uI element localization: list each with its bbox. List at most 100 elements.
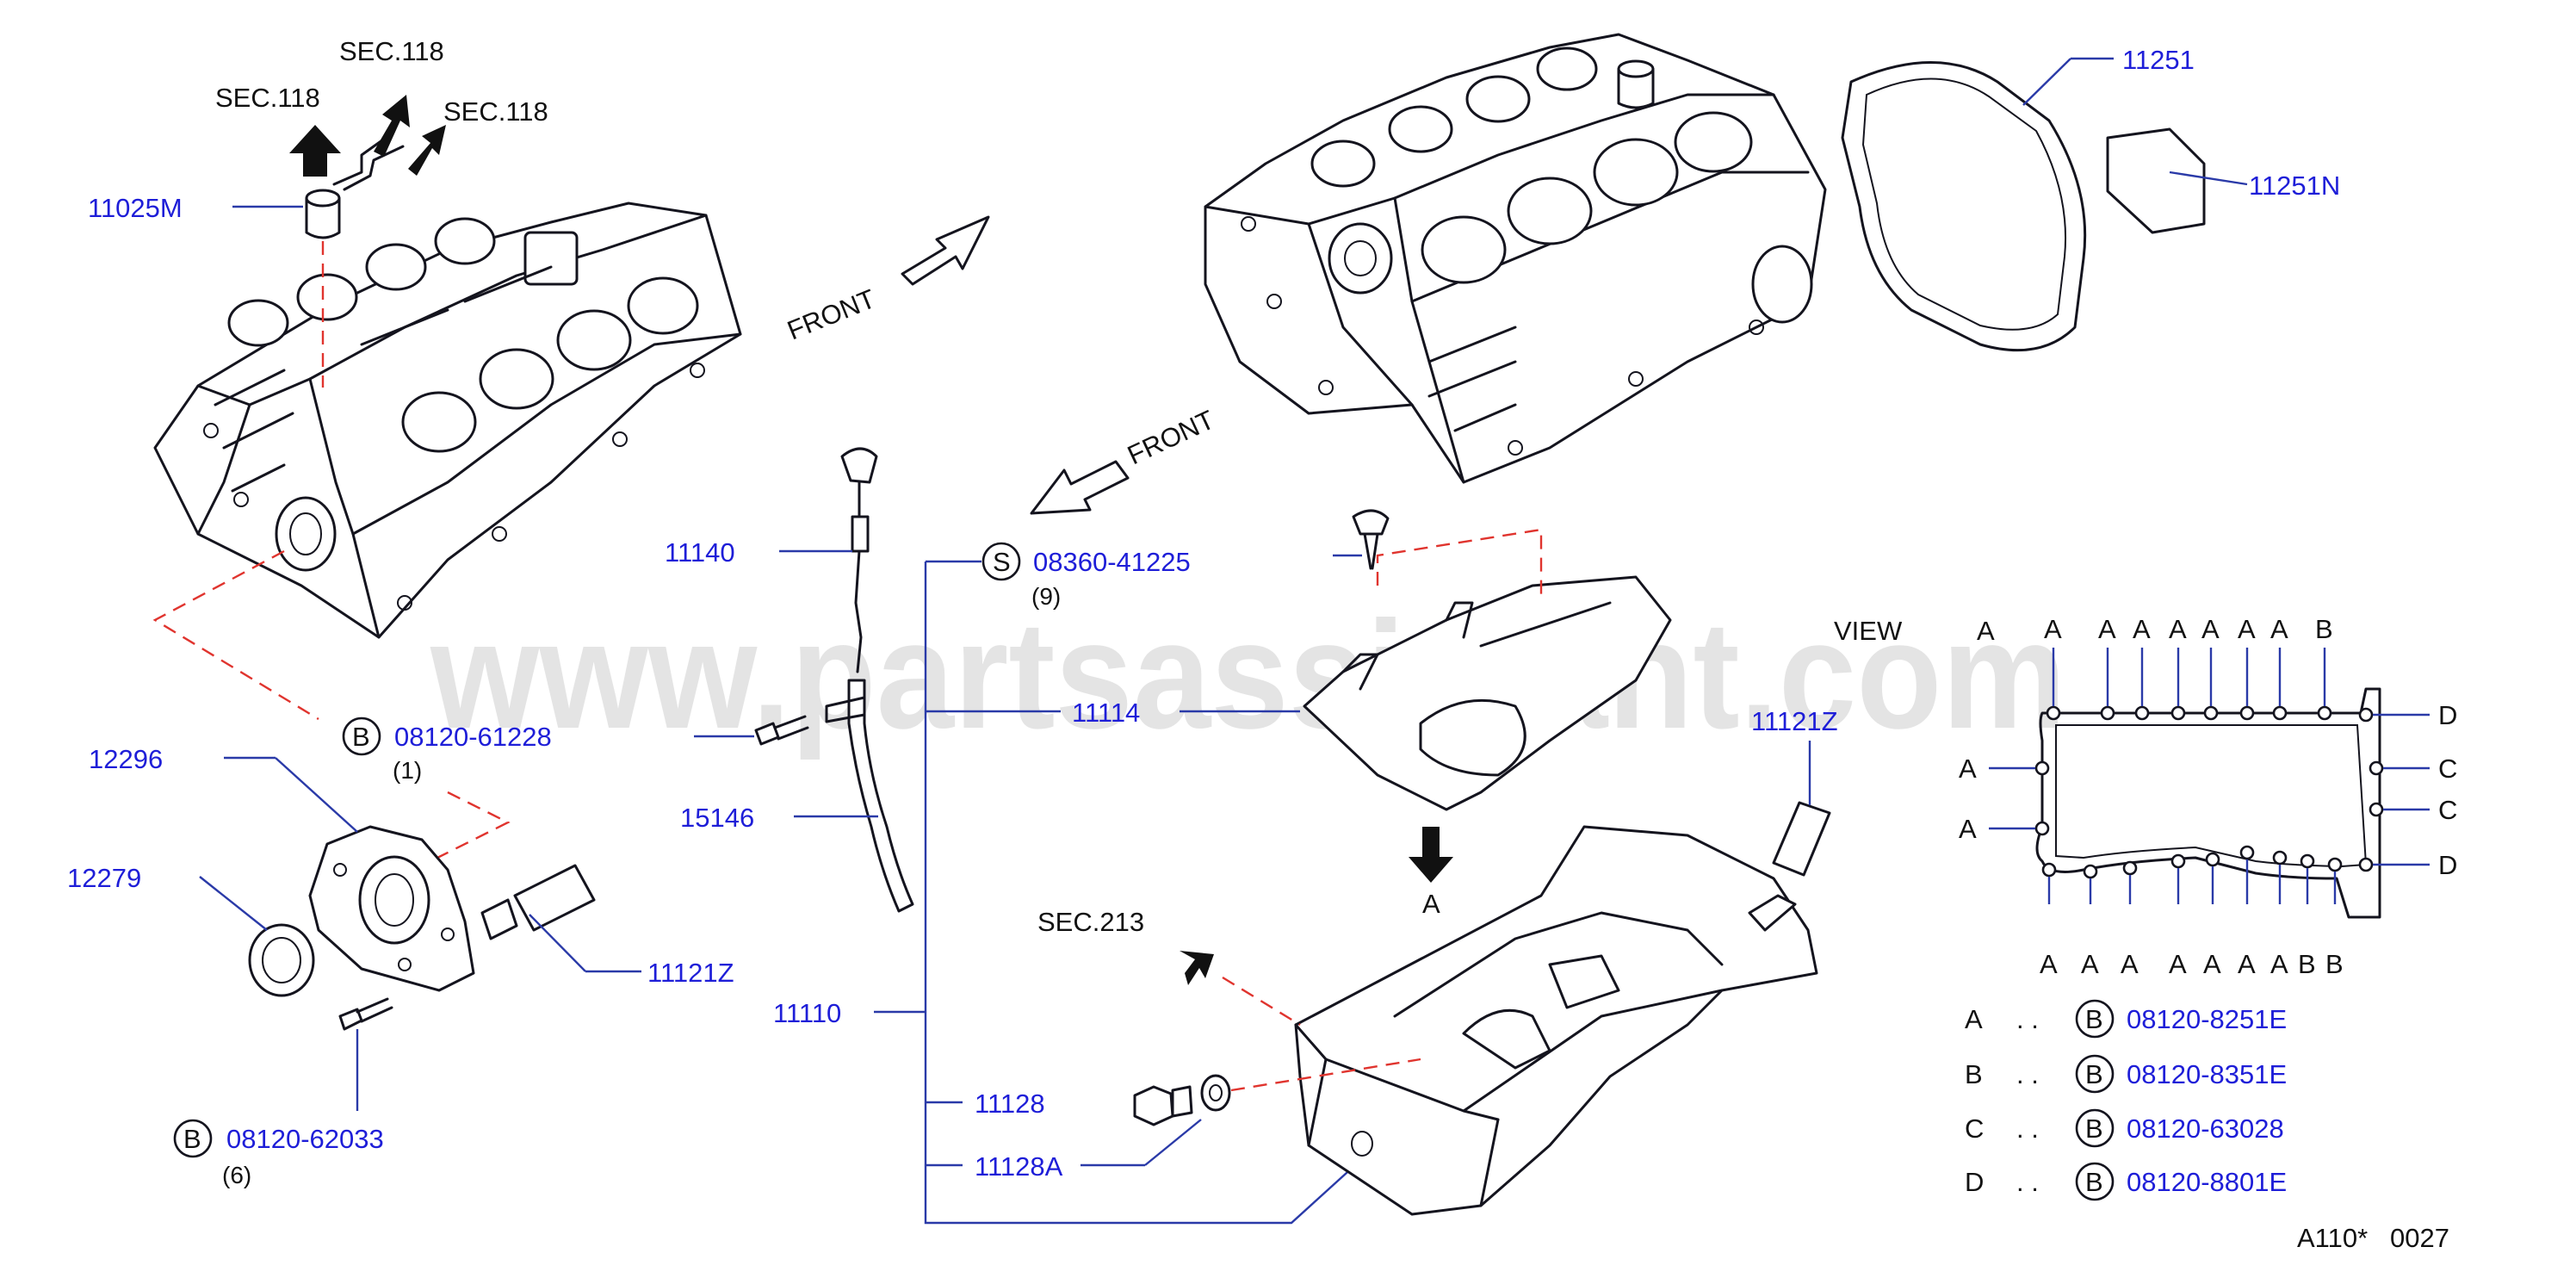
legend-dots: . . [2016,1004,2039,1034]
callout-15146[interactable]: 15146 [680,803,754,833]
sec118-label-a[interactable]: SEC.118 [215,83,320,113]
callout-11025M[interactable]: 11025M [88,193,183,223]
assembly-bracket-11110 [874,560,1357,1225]
view-bottom-letter: A [2203,949,2221,979]
fastener-badge-f2-letter: B [183,1124,201,1154]
view-bottom-letter: A [2121,949,2139,979]
callout-11251N[interactable]: 11251N [2249,171,2340,201]
front-direction-label-left: FRONT [783,283,880,345]
sec118-label-b[interactable]: SEC.118 [339,36,444,66]
view-left-letter: A [1959,814,1977,844]
gasket-hole [2134,705,2150,721]
callout-12296[interactable]: 12296 [89,744,163,774]
sec118-arrow-diag-a [374,95,410,157]
oil-seal-12279 [248,923,315,997]
fastener-qty-08360-41225: (9) [1031,583,1061,610]
view-a-arrow-letter: A [1422,889,1440,919]
callout-11121Z-left[interactable]: 11121Z [647,958,734,988]
legend-badge-letter: B [2085,1004,2103,1034]
screw-08360-41225-icon [1352,509,1390,570]
leader-12296-diag [275,757,358,833]
gasket-hole [2369,802,2384,817]
watermark-text: www.partsassistant.com [430,589,2066,760]
dashed-link-12296 [430,791,511,863]
view-top-letter: A [2270,614,2288,644]
view-top-letter: A [2238,614,2256,644]
gasket-hole [2358,857,2374,872]
gasket-hole [2100,705,2115,721]
view-right-letter: C [2438,795,2457,825]
view-bottom-letter: A [2270,949,2288,979]
legend-part-number[interactable]: 08120-8251E [2127,1004,2287,1034]
baffle-plate-11114 [1303,575,1672,811]
leader-11251N [2169,171,2248,186]
gasket-hole [2083,864,2098,879]
legend-badge [2075,1108,2115,1148]
legend-key: B [1965,1059,1983,1089]
callout-11128A[interactable]: 11128A [975,1151,1063,1182]
gasket-hole [2205,852,2220,867]
legend-dots: . . [2016,1059,2039,1089]
gasket-hole [2170,705,2186,721]
view-a-arrow [1409,827,1453,883]
rear-plate-gasket-11251 [1841,61,2087,352]
fastener-qty-08120-62033: (6) [222,1162,251,1188]
bolt-tube-icon [754,715,809,746]
legend-key: D [1965,1167,1984,1197]
leader-11121Z-left [529,914,586,972]
view-bottom-letter: B [2325,949,2344,979]
callout-11140[interactable]: 11140 [665,537,735,568]
gasket-hole [2170,853,2186,869]
oil-tube-15146 [825,679,914,913]
legend-badge-letter: B [2085,1059,2103,1089]
callout-12279[interactable]: 12279 [67,863,141,893]
legend-part-number[interactable]: 08120-63028 [2127,1114,2284,1144]
gasket-hole [2203,705,2219,721]
dashed-link-sec213 [1222,976,1301,1027]
sensor-11121Z-left [480,864,596,940]
fastener-part-08120-61228[interactable]: 08120-61228 [394,722,552,752]
callout-11121Z-right[interactable]: 11121Z [1751,706,1838,736]
sec213-arrow [1180,951,1214,985]
view-top-letter: A [2201,614,2220,644]
callout-11114[interactable]: 11114 [1072,698,1140,728]
sec118-arrow-up [289,125,341,177]
sec213-label[interactable]: SEC.213 [1037,907,1144,937]
legend-dots: . . [2016,1167,2039,1197]
drain-washer-11128A [1200,1074,1231,1112]
gasket-hole [2272,850,2288,865]
gasket-hole [2300,853,2315,869]
fastener-badge-f2 [173,1119,213,1158]
callout-11128[interactable]: 11128 [975,1089,1045,1119]
diagram-id: A110* 0027 [2297,1223,2449,1253]
legend-dots: . . [2016,1114,2039,1144]
sec118-label-c[interactable]: SEC.118 [443,96,548,127]
fastener-badge-f3 [981,542,1021,581]
rear-plate-gasket-inner [1861,78,2067,331]
gasket-hole [2046,705,2061,721]
gasket-hole [2122,860,2138,876]
leader-12279 [199,876,268,931]
front-arrow-right [1030,460,1130,515]
gasket-hole [2317,705,2332,721]
gasket-hole [2369,760,2384,776]
callout-11110[interactable]: 11110 [773,998,841,1028]
legend-part-number[interactable]: 08120-8801E [2127,1167,2287,1197]
callout-11251[interactable]: 11251 [2122,45,2195,75]
fastener-part-08120-62033[interactable]: 08120-62033 [226,1124,384,1154]
view-letter: A [1977,616,1995,646]
plate-11251N [2106,127,2206,234]
gasket-hole [2041,862,2057,878]
view-top-letter: B [2315,614,2333,644]
view-bottom-letter: B [2298,949,2316,979]
view-bottom-letter: A [2238,949,2256,979]
legend-badge [2075,1162,2115,1201]
legend-part-number[interactable]: 08120-8351E [2127,1059,2287,1089]
fastener-badge-f3-letter: S [993,547,1011,577]
legend-key: C [1965,1114,1984,1144]
gasket-hole [2034,821,2050,836]
fastener-part-08360-41225[interactable]: 08360-41225 [1033,547,1191,577]
legend-badge [2075,999,2115,1039]
